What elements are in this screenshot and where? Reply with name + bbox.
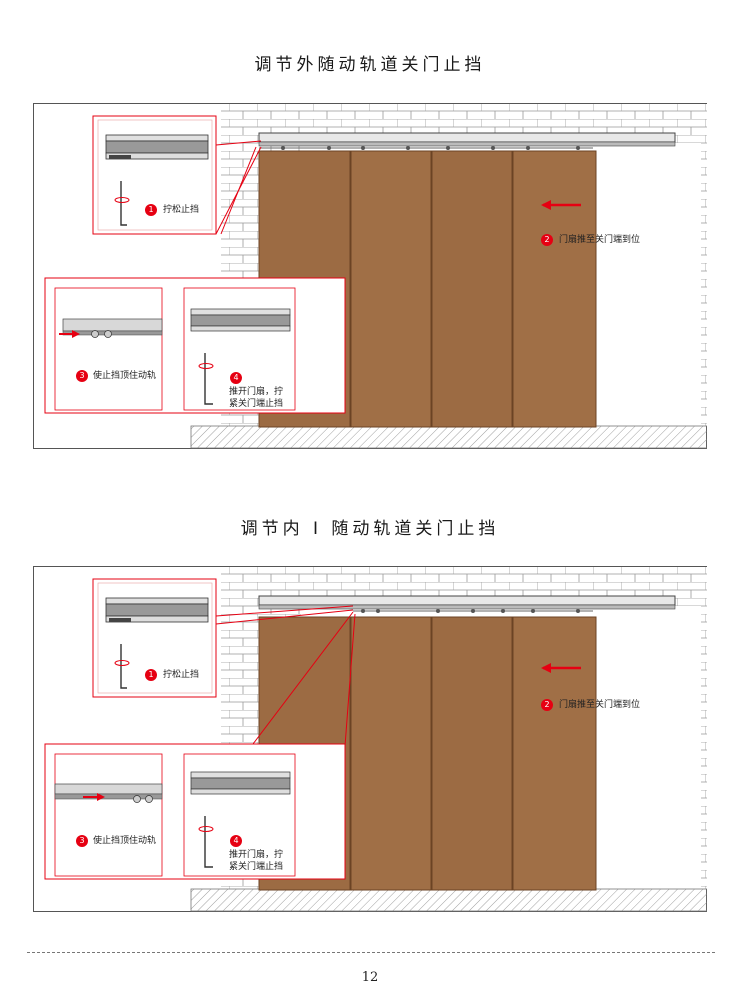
hex-key [120, 644, 127, 689]
top-track [258, 595, 676, 606]
step-2-badge: 2 [541, 699, 553, 711]
page-number: 12 [361, 970, 379, 985]
step-3-label: 使止挡顶住动轨 [93, 836, 157, 846]
installation-drawing [33, 103, 707, 449]
step-1-badge: 1 [145, 669, 157, 681]
step-4-label-line2: 紧关门端止挡 [229, 862, 284, 872]
step-4-label-line1: 推开门扇，拧 [229, 387, 284, 397]
push-arrow [541, 200, 551, 210]
step-4-label-line2: 紧关门端止挡 [229, 399, 284, 409]
step-1-label: 拧松止挡 [163, 670, 200, 680]
diagram-outer-track: 1 拧松止挡 2 门扇推至关门端到位 3 使止挡顶住动轨 4 推开门扇，拧 紧关… [33, 103, 707, 449]
installation-drawing [33, 566, 707, 912]
step-2-label: 门扇推至关门端到位 [559, 700, 641, 710]
step-2-badge: 2 [541, 234, 553, 246]
step-3-badge: 3 [76, 370, 88, 382]
step-3-badge: 3 [76, 835, 88, 847]
footer-divider [27, 952, 715, 953]
push-arrow [541, 663, 551, 673]
step-3-label: 使止挡顶住动轨 [93, 371, 157, 381]
section-title: 调节外随动轨道关门止挡 [254, 55, 486, 75]
hex-key [120, 181, 127, 226]
step-1-label: 拧松止挡 [163, 205, 200, 215]
step-1-badge: 1 [145, 204, 157, 216]
top-track [258, 132, 676, 143]
section-title: 调节内 I 随动轨道关门止挡 [240, 519, 500, 539]
step-2-label: 门扇推至关门端到位 [559, 235, 641, 245]
diagram-inner-track: 1 拧松止挡 2 门扇推至关门端到位 3 使止挡顶住动轨 4 推开门扇，拧 紧关… [33, 566, 707, 912]
floor-hatch [190, 888, 707, 912]
step-4-label-line1: 推开门扇，拧 [229, 850, 284, 860]
step-4-badge: 4 [230, 372, 242, 384]
floor-hatch [190, 425, 707, 449]
step-4-badge: 4 [230, 835, 242, 847]
